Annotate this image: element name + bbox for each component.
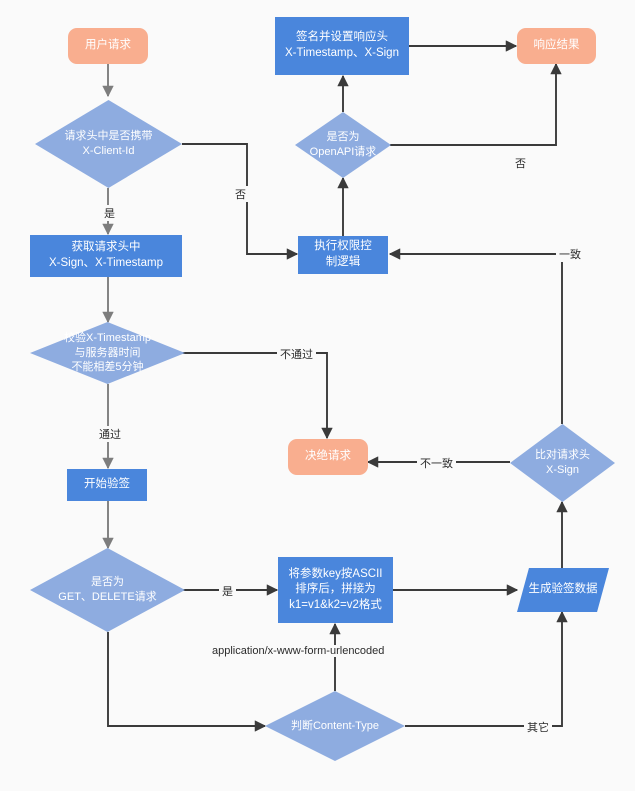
node-sign-response-label: 签名并设置响应头 X-Timestamp、X-Sign bbox=[285, 31, 399, 59]
edge-compare-match bbox=[388, 248, 563, 424]
edge-checkts-fail bbox=[182, 352, 333, 440]
edge-label-sign-match: 一致 bbox=[556, 246, 584, 262]
node-judge-content-type-label: 判断Content-Type bbox=[290, 719, 380, 732]
node-is-openapi[interactable]: 是否为 OpenAPI请求 bbox=[295, 112, 391, 178]
edge-openapi-no bbox=[390, 62, 562, 146]
edge-label-ts-fail: 不通过 bbox=[277, 346, 316, 362]
node-user-request-label: 用户请求 bbox=[85, 39, 131, 52]
node-user-request[interactable]: 用户请求 bbox=[68, 28, 148, 64]
node-is-openapi-label: 是否为 OpenAPI请求 bbox=[309, 131, 377, 158]
node-judge-content-type[interactable]: 判断Content-Type bbox=[265, 691, 405, 761]
node-reject-request[interactable]: 决绝请求 bbox=[288, 439, 368, 475]
node-is-get-delete-label: 是否为 GET、DELETE请求 bbox=[58, 576, 157, 603]
edge-label-other-content-type: 其它 bbox=[524, 719, 552, 735]
edge-label-ts-pass: 通过 bbox=[96, 426, 124, 442]
node-has-client-id-label: 请求头中是否携带 X-Client-Id bbox=[64, 130, 153, 157]
node-gen-sign-data[interactable]: 生成验签数据 bbox=[517, 568, 609, 612]
node-start-verify[interactable]: 开始验签 bbox=[67, 469, 147, 501]
node-gen-sign-data-label: 生成验签数据 bbox=[528, 583, 598, 596]
parallelogram-shape bbox=[517, 568, 609, 612]
edge-label-not-openapi: 否 bbox=[512, 155, 529, 171]
edge-label-sign-mismatch: 不一致 bbox=[417, 455, 456, 471]
node-start-verify-label: 开始验签 bbox=[84, 478, 130, 491]
node-compare-sign[interactable]: 比对请求头 X-Sign bbox=[510, 424, 615, 502]
node-sort-params-label: 将参数key按ASCII 排序后，拼接为 k1=v1&k2=v2格式 bbox=[288, 567, 383, 611]
node-sign-response[interactable]: 签名并设置响应头 X-Timestamp、X-Sign bbox=[275, 17, 409, 75]
node-has-client-id[interactable]: 请求头中是否携带 X-Client-Id bbox=[35, 100, 182, 188]
node-compare-sign-label: 比对请求头 X-Sign bbox=[535, 449, 590, 476]
node-get-headers[interactable]: 获取请求头中 X-Sign、X-Timestamp bbox=[30, 235, 182, 277]
edge-label-yes-get-delete: 是 bbox=[219, 583, 236, 599]
node-check-timestamp-label: 校验X-Timestamp 与服务器时间 不能相差5分钟 bbox=[64, 331, 151, 374]
node-check-timestamp[interactable]: 校验X-Timestamp 与服务器时间 不能相差5分钟 bbox=[30, 322, 185, 384]
edge-label-yes-client-id: 是 bbox=[101, 205, 118, 221]
node-reject-request-label: 决绝请求 bbox=[305, 450, 351, 463]
node-response-result-label: 响应结果 bbox=[533, 39, 580, 52]
edge-label-form-urlencoded: application/x-www-form-urlencoded bbox=[209, 645, 388, 657]
node-sort-params[interactable]: 将参数key按ASCII 排序后，拼接为 k1=v1&k2=v2格式 bbox=[278, 557, 393, 623]
node-exec-auth-logic[interactable]: 执行权限控 制逻辑 bbox=[298, 236, 388, 274]
node-exec-auth-logic-label: 执行权限控 制逻辑 bbox=[314, 240, 372, 268]
node-is-get-delete[interactable]: 是否为 GET、DELETE请求 bbox=[30, 548, 185, 632]
edge-contenttype-other bbox=[405, 610, 568, 727]
node-response-result[interactable]: 响应结果 bbox=[517, 28, 596, 64]
node-get-headers-label: 获取请求头中 X-Sign、X-Timestamp bbox=[49, 241, 163, 269]
edge-label-no-client-id: 否 bbox=[232, 186, 249, 202]
